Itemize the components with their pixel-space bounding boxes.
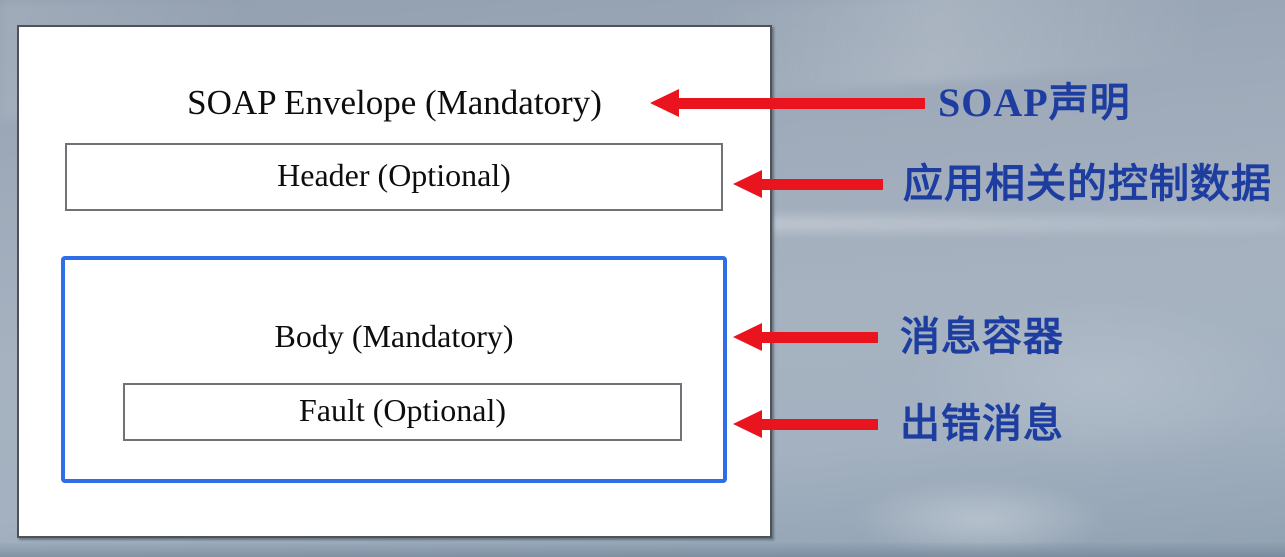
arrow-shaft <box>762 331 878 343</box>
arrow-shaft <box>762 178 883 190</box>
body-label: Body (Mandatory) <box>274 318 514 354</box>
arrow-left-icon-fault <box>733 410 878 438</box>
callout-message-container: 消息容器 <box>900 314 1064 359</box>
arrow-shaft <box>679 97 925 109</box>
callout-error-message: 出错消息 <box>900 401 1064 446</box>
soap-envelope-box: Header (Optional) Body (Mandatory) Fault… <box>17 25 772 538</box>
arrow-left-icon-body <box>733 323 878 351</box>
arrow-head-icon <box>650 89 679 117</box>
arrow-head-icon <box>733 323 762 351</box>
background-streak <box>850 480 1110 557</box>
arrow-left-icon-envelope <box>650 89 925 117</box>
soap-envelope-label: SOAP Envelope (Mandatory) <box>187 83 602 122</box>
callout-soap-declaration: SOAP声明 <box>938 80 1131 125</box>
body-box: Body (Mandatory) Fault (Optional) <box>61 256 727 483</box>
fault-box: Fault (Optional) <box>123 383 682 441</box>
arrow-head-icon <box>733 410 762 438</box>
arrow-head-icon <box>733 170 762 198</box>
header-label: Header (Optional) <box>277 157 511 194</box>
callout-control-data: 应用相关的控制数据 <box>903 161 1272 206</box>
arrow-shaft <box>762 418 878 430</box>
background-streak <box>770 216 1285 232</box>
background-bottom-band <box>0 543 1285 557</box>
fault-label: Fault (Optional) <box>298 392 507 429</box>
arrow-left-icon-header <box>733 170 883 198</box>
header-box: Header (Optional) <box>65 143 723 211</box>
